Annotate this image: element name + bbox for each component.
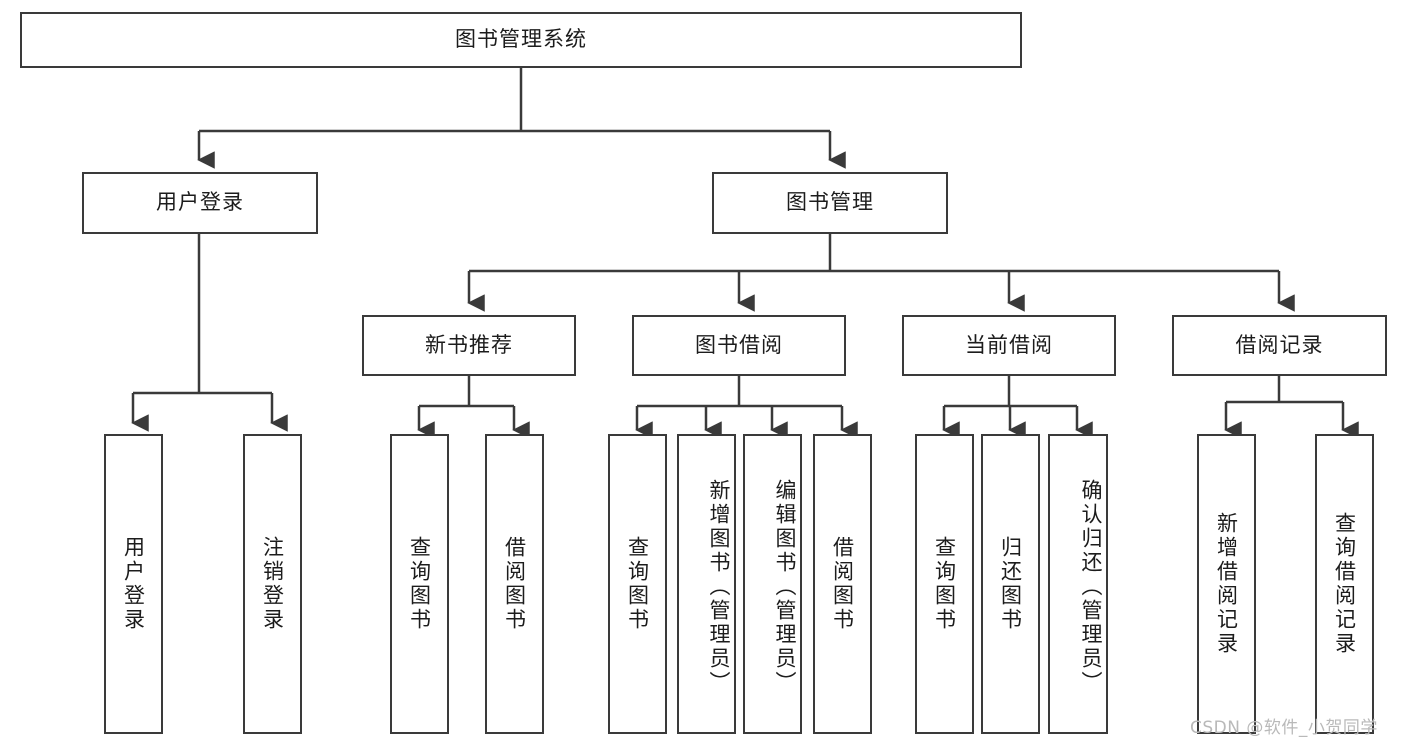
leaf-current-query-book[interactable]: 查询图书 [915,434,974,734]
leaf-recommend-borrow-book[interactable]: 借阅图书 [485,434,544,734]
node-label: 查询图书 [407,536,432,632]
node-label: 用户登录 [121,536,146,632]
node-label: 新增借阅记录 [1214,512,1239,656]
leaf-borrow-borrow-book[interactable]: 借阅图书 [813,434,872,734]
node-book-borrow[interactable]: 图书借阅 [632,315,846,376]
node-label: 编辑图书（管理员） [773,479,797,695]
leaf-records-add-record[interactable]: 新增借阅记录 [1197,434,1256,734]
node-label: 新增图书（管理员） [707,479,731,695]
node-label: 查询图书 [625,536,650,632]
node-label: 借阅图书 [502,536,527,632]
leaf-borrow-query-book[interactable]: 查询图书 [608,434,667,734]
node-root-system[interactable]: 图书管理系统 [20,12,1022,68]
node-label: 图书借阅 [695,332,783,357]
node-label: 归还图书 [998,536,1023,632]
leaf-records-query-record[interactable]: 查询借阅记录 [1315,434,1374,734]
node-borrow-records[interactable]: 借阅记录 [1172,315,1387,376]
leaf-user-login-login[interactable]: 用户登录 [104,434,163,734]
watermark: CSDN @软件_小贺同学 [1190,718,1378,738]
leaf-current-return-book[interactable]: 归还图书 [981,434,1040,734]
node-label: 当前借阅 [965,332,1053,357]
leaf-borrow-edit-book-admin[interactable]: 编辑图书（管理员） [743,434,802,734]
node-book-management[interactable]: 图书管理 [712,172,948,234]
leaf-current-confirm-return-admin[interactable]: 确认归还（管理员） [1048,434,1108,734]
node-label: 查询借阅记录 [1332,512,1357,656]
node-label: 图书管理 [786,190,874,215]
node-label: 借阅记录 [1235,332,1324,357]
leaf-user-login-logout[interactable]: 注销登录 [243,434,302,734]
node-label: 查询图书 [932,536,957,632]
node-current-borrow[interactable]: 当前借阅 [902,315,1116,376]
node-label: 确认归还（管理员） [1079,479,1103,695]
node-label: 新书推荐 [425,332,513,357]
node-label: 借阅图书 [830,536,855,632]
node-new-book-recommend[interactable]: 新书推荐 [362,315,576,376]
leaf-recommend-query-book[interactable]: 查询图书 [390,434,449,734]
node-label: 注销登录 [260,536,285,632]
leaf-borrow-add-book-admin[interactable]: 新增图书（管理员） [677,434,736,734]
node-label: 图书管理系统 [455,27,587,52]
node-label: 用户登录 [156,190,244,215]
node-user-login[interactable]: 用户登录 [82,172,318,234]
